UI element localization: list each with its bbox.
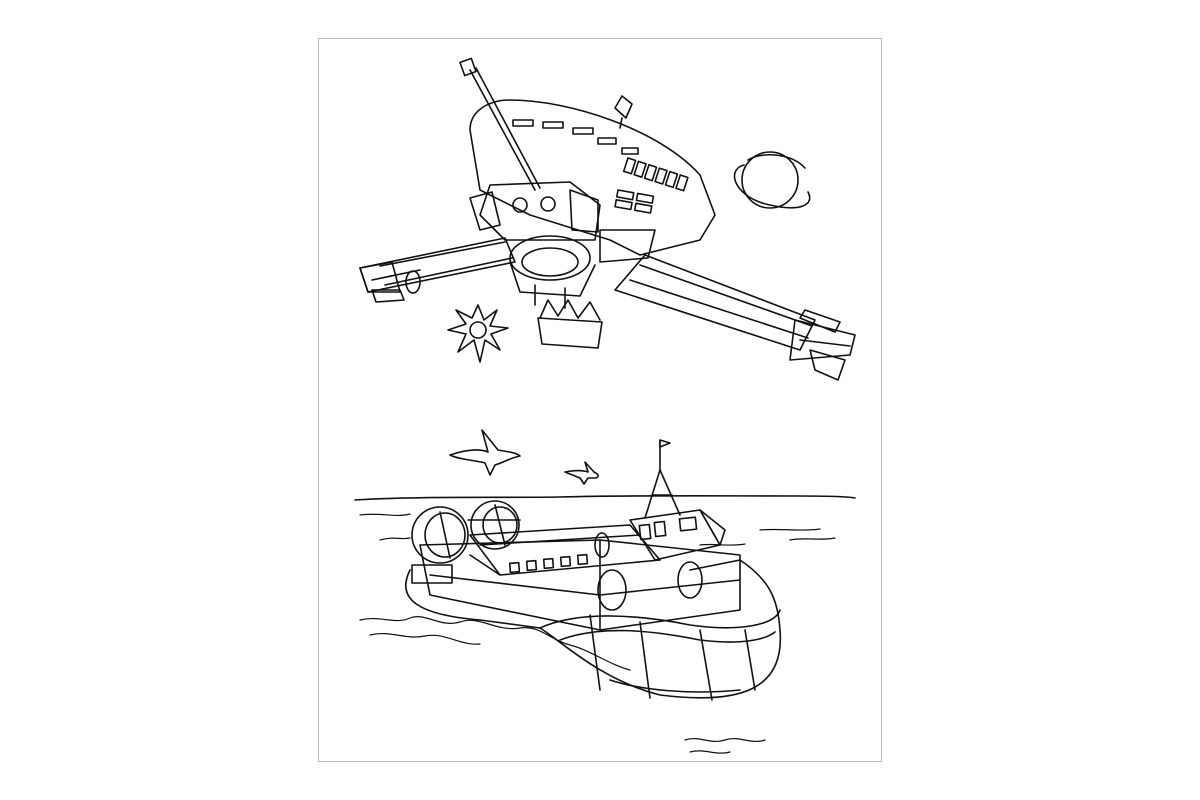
bird-icon: [450, 430, 520, 475]
hovercraft-propellers: [412, 501, 520, 563]
star-burst-icon: [448, 305, 508, 362]
hovercraft-bridge: [630, 510, 725, 560]
hovercraft-cabin: [470, 525, 702, 610]
ringed-planet-icon: [735, 152, 810, 208]
hovercraft-mast: [645, 440, 680, 518]
satellite-nozzle: [538, 300, 602, 348]
satellite-antenna: [460, 58, 540, 190]
hovercraft-scene: [355, 430, 855, 753]
bird-icon: [565, 462, 598, 484]
horizon-line: [355, 496, 855, 500]
hovercraft-hull: [412, 540, 740, 630]
satellite-right-arm: [615, 255, 855, 380]
satellite-left-arm: [360, 238, 515, 302]
water: [360, 514, 835, 753]
hovercraft-skirt: [406, 560, 781, 700]
satellite-dish-body: [470, 96, 715, 255]
satellite: [360, 58, 855, 380]
satellite-core: [470, 182, 655, 308]
